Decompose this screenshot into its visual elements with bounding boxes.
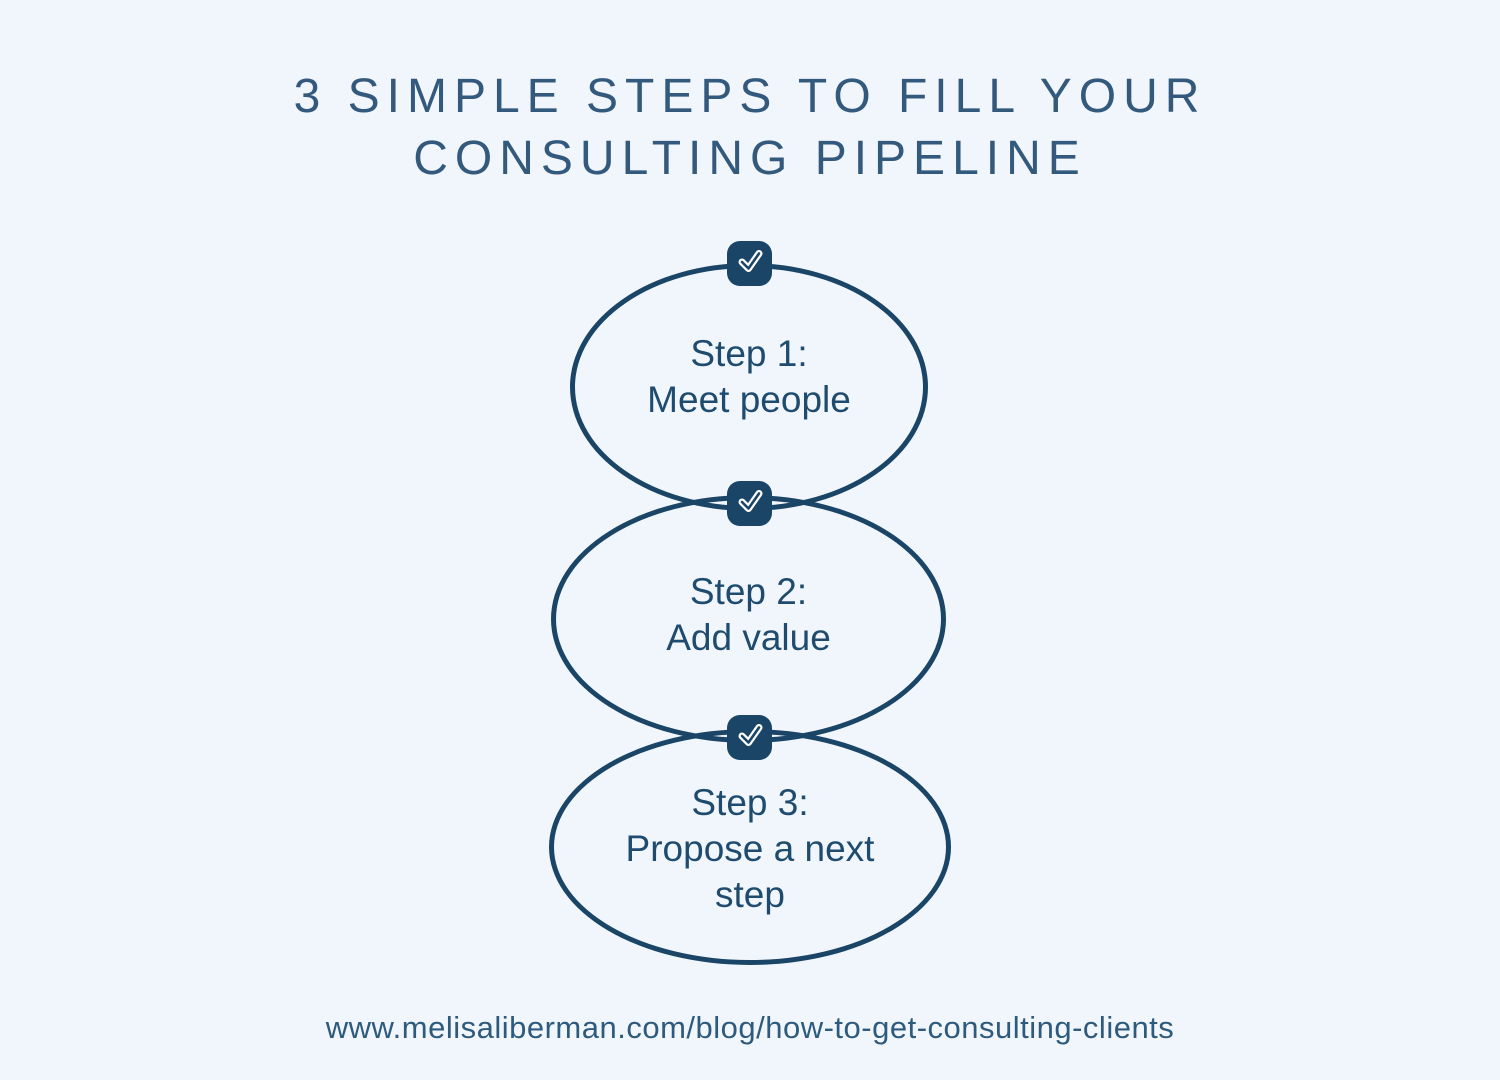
check-icon [734, 245, 766, 282]
step-label: Step 3: [691, 782, 809, 823]
step-description: Add value [666, 617, 831, 658]
check-icon [734, 719, 766, 756]
step-label: Step 2: [689, 571, 808, 612]
check-badge-1 [727, 241, 772, 286]
step-ellipse-3: Step 3: Propose a next step [549, 729, 951, 965]
check-badge-3 [727, 715, 772, 760]
step-ellipse-2: Step 2: Add value [551, 495, 946, 743]
step-text-3: Step 3: Propose a next step [595, 776, 905, 918]
step-description: Propose a next step [625, 828, 875, 915]
check-icon [734, 485, 766, 522]
check-badge-2 [727, 481, 772, 526]
step-label: Step 1: [690, 333, 808, 374]
step-ellipse-1: Step 1: Meet people [570, 263, 928, 511]
page-title: 3 SIMPLE STEPS TO FILL YOUR CONSULTING P… [0, 66, 1500, 190]
step-text-2: Step 2: Add value [666, 569, 831, 669]
step-text-1: Step 1: Meet people [647, 331, 851, 443]
footer-url: www.melisaliberman.com/blog/how-to-get-c… [325, 1010, 1175, 1045]
step-description: Meet people [647, 379, 851, 420]
title-line-1: 3 SIMPLE STEPS TO FILL YOUR [293, 70, 1207, 123]
title-line-2: CONSULTING PIPELINE [413, 132, 1087, 185]
